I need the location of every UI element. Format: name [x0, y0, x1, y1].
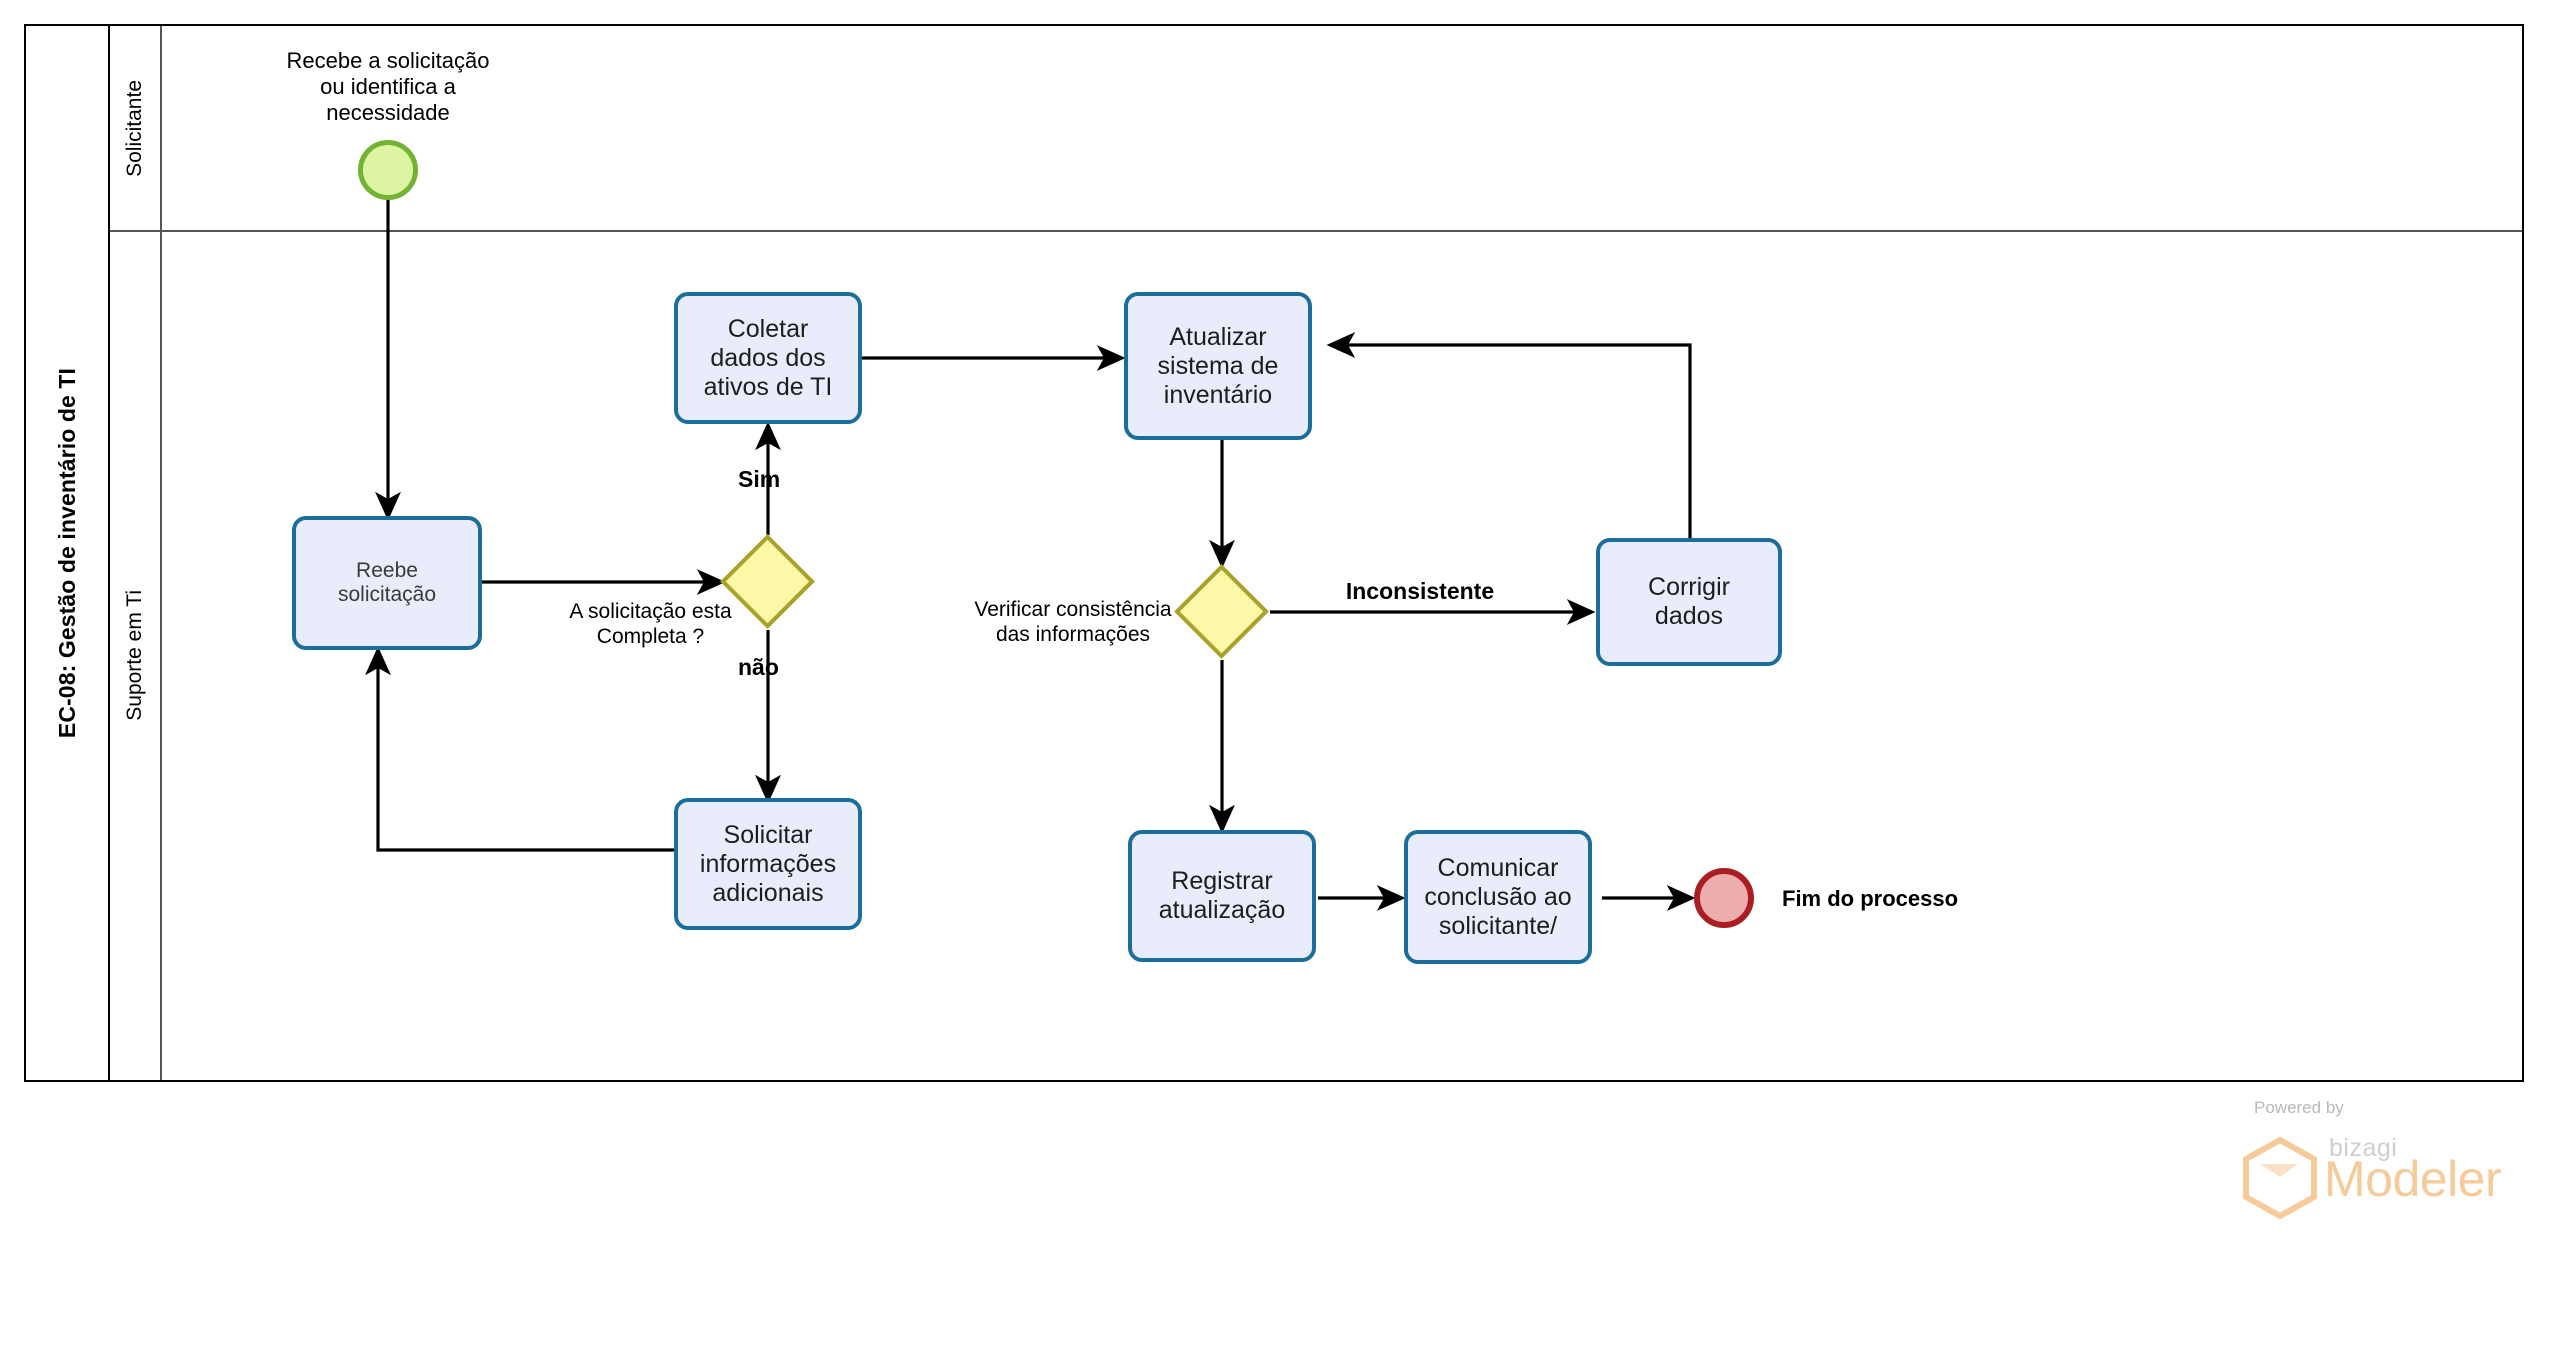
- pool-header: EC-08: Gestão de inventário de TI: [26, 26, 110, 1080]
- start-event[interactable]: [358, 140, 418, 200]
- flow-label-sim: Sim: [738, 466, 781, 492]
- flow-solicitar-to-receber: [365, 646, 680, 852]
- watermark-brand: bizagi: [2329, 1134, 2398, 1162]
- task-atualizar-sistema[interactable]: Atualizar sistema de inventário: [1124, 292, 1312, 440]
- start-event-label: Recebe a solicitação ou identifica a nec…: [286, 48, 490, 125]
- gateway-solicitacao-completa-label: A solicitação esta Completa ?: [569, 600, 732, 648]
- end-event-label: Fim do processo: [1782, 886, 1959, 911]
- flow-corrigir-to-atualizar: [1326, 332, 1692, 538]
- lane-header-solicitante: Solicitante: [110, 26, 162, 230]
- flow-label-nao: não: [738, 654, 779, 680]
- lane-header-suporte: Suporte em Ti: [110, 230, 162, 1080]
- task-registrar-atualizacao[interactable]: Registrar atualização: [1128, 830, 1316, 962]
- task-corrigir-dados[interactable]: Corrigir dados: [1596, 538, 1782, 666]
- watermark-product: Modeler: [2324, 1151, 2502, 1207]
- task-comunicar-conclusao[interactable]: Comunicar conclusão ao solicitante/: [1404, 830, 1592, 964]
- task-solicitar-informacoes[interactable]: Solicitar informações adicionais: [674, 798, 862, 930]
- end-event[interactable]: [1694, 868, 1754, 928]
- lane-divider: [110, 230, 2522, 232]
- watermark-powered-by: Powered by: [2254, 1098, 2344, 1117]
- task-coletar-dados[interactable]: Coletar dados dos ativos de TI: [674, 292, 862, 424]
- task-receber-solicitacao[interactable]: Reebe solicitação: [292, 516, 482, 650]
- gateway-verificar-consistencia-label: Verificar consistência das informações: [974, 598, 1172, 646]
- bizagi-watermark: Powered by bizagi Modeler: [2232, 1098, 2512, 1220]
- flow-label-inconsistente: Inconsistente: [1345, 578, 1495, 604]
- bizagi-hexagon-logo-icon: [2243, 1136, 2317, 1220]
